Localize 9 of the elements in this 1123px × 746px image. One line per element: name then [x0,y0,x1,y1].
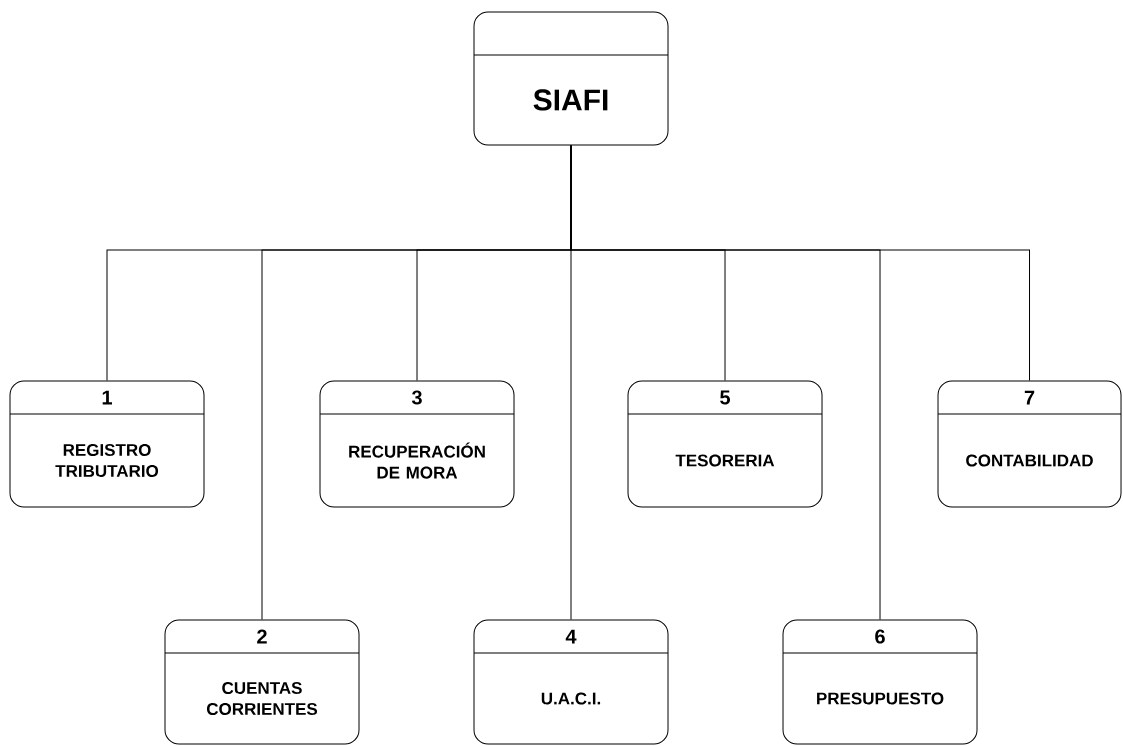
process-box: 4 U.A.C.I. [473,619,669,745]
process-box: SIAFI [473,11,669,146]
process-box: 1 REGISTRO TRIBUTARIO [9,380,205,508]
process-box: 2 CUENTAS CORRIENTES [164,619,360,745]
process-box: 5 TESORERIA [627,380,823,508]
process-box: 3 RECUPERACIÓN DE MORA [319,380,515,508]
process-box: 7 CONTABILIDAD [937,380,1122,508]
process-box: 6 PRESUPUESTO [782,619,978,745]
connector-line [570,145,1030,381]
